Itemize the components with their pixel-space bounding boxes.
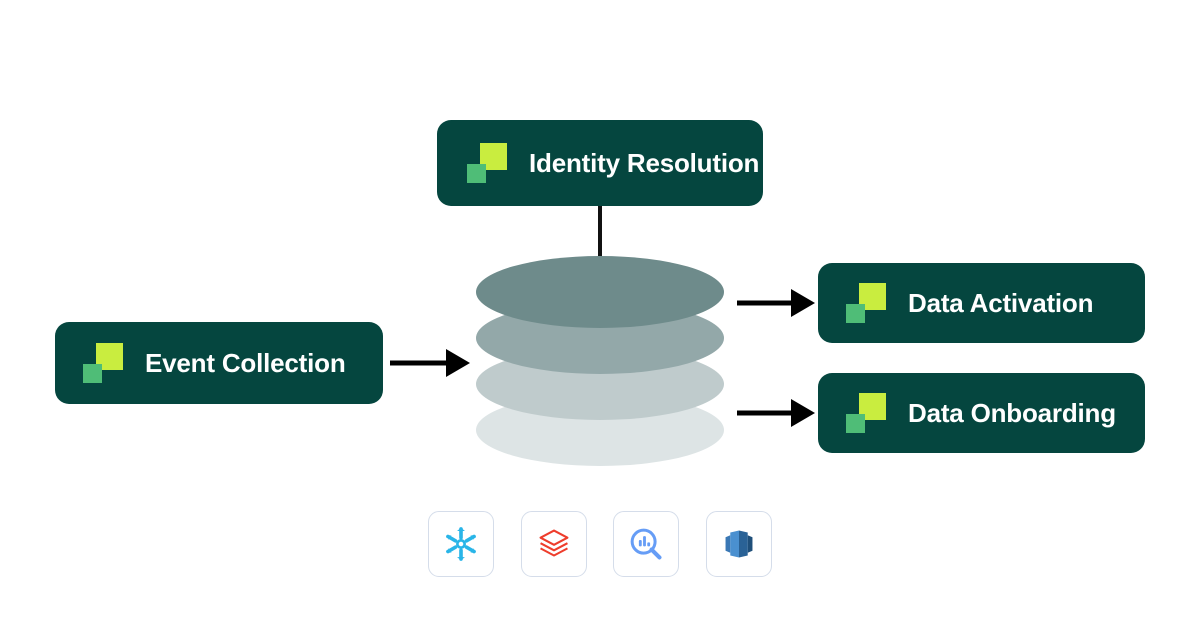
arrow-warehouse-to-onboarding <box>737 398 815 428</box>
connector-identity-to-warehouse <box>598 203 602 265</box>
arrow-event-to-warehouse <box>390 348 470 378</box>
node-identity-resolution[interactable]: Identity Resolution <box>437 120 763 206</box>
node-label-data-onboarding: Data Onboarding <box>908 398 1116 428</box>
vendor-card-bigquery[interactable] <box>613 511 679 577</box>
node-label-event-collection: Event Collection <box>145 348 346 378</box>
bigquery-icon <box>630 528 662 560</box>
brand-squares-icon <box>83 343 123 383</box>
arrow-warehouse-to-activation <box>737 288 815 318</box>
brand-squares-icon <box>846 283 886 323</box>
node-data-activation[interactable]: Data Activation <box>818 263 1145 343</box>
brand-squares-icon <box>846 393 886 433</box>
redshift-icon <box>725 530 753 558</box>
node-label-identity-resolution: Identity Resolution <box>529 148 760 178</box>
node-event-collection[interactable]: Event Collection <box>55 322 383 404</box>
data-warehouse-cylinder <box>476 256 724 466</box>
vendor-card-snowflake[interactable] <box>428 511 494 577</box>
snowflake-icon <box>446 527 476 561</box>
vendor-card-databricks[interactable] <box>521 511 587 577</box>
warehouse-layer-1 <box>476 256 724 328</box>
databricks-icon <box>539 529 569 557</box>
node-label-data-activation: Data Activation <box>908 288 1094 318</box>
brand-squares-icon <box>467 143 507 183</box>
node-data-onboarding[interactable]: Data Onboarding <box>818 373 1145 453</box>
vendor-card-redshift[interactable] <box>706 511 772 577</box>
